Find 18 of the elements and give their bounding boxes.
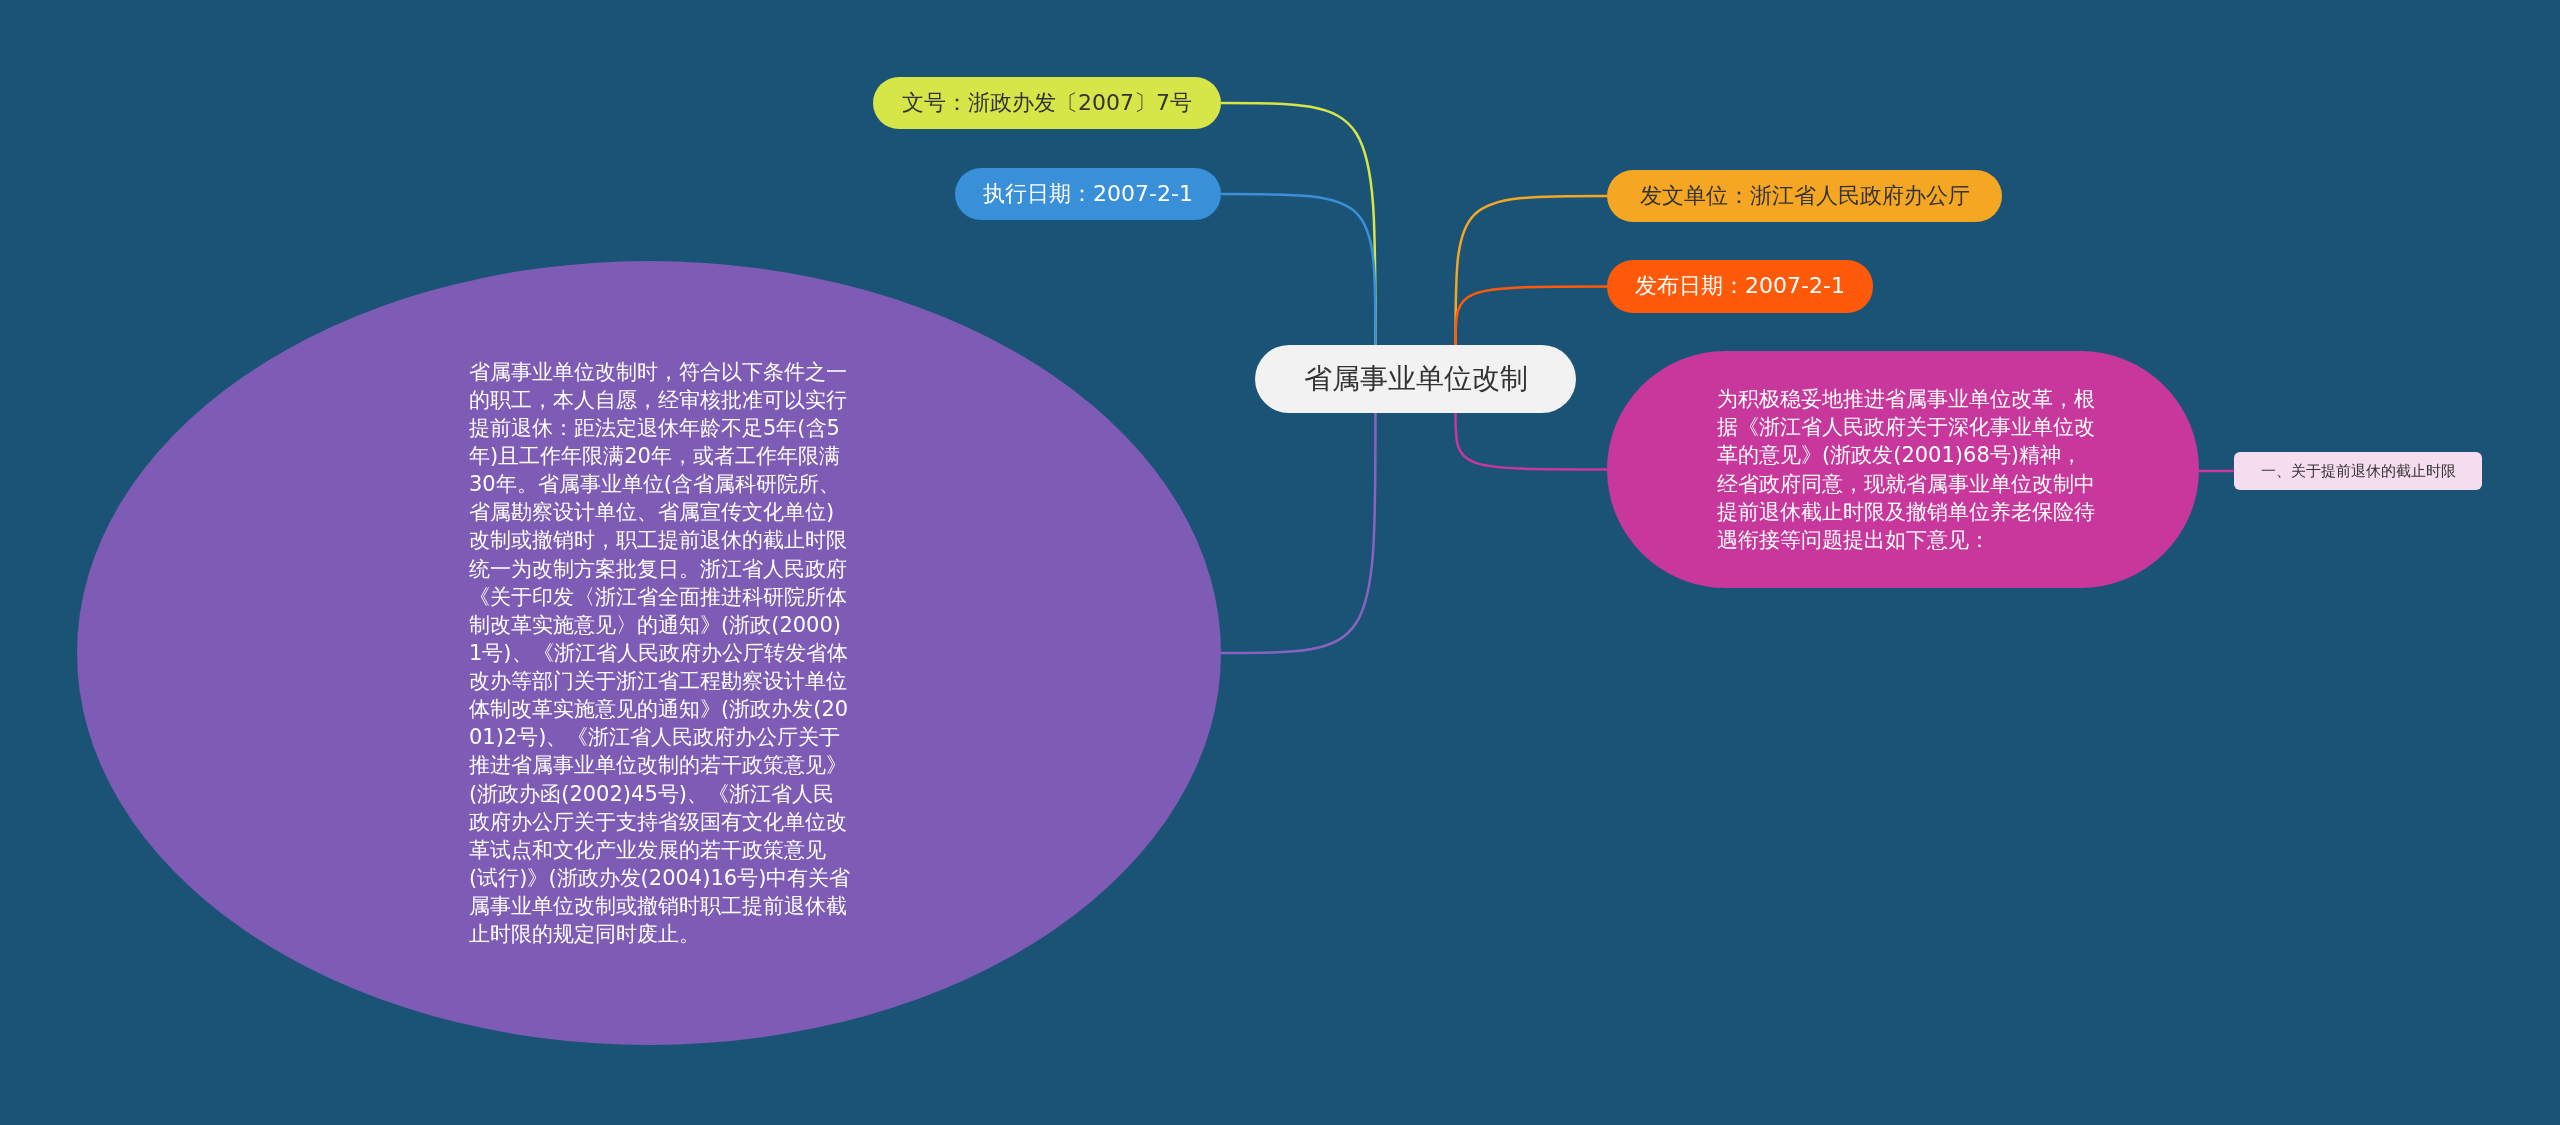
topic-text: 文号：浙政办发〔2007〕7号 (902, 89, 1192, 117)
topic-text: 一、关于提前退休的截止时限 (2260, 462, 2456, 480)
topic-text: 省属事业单位改制 (1303, 362, 1528, 396)
topic-text: 发文单位：浙江省人民政府办公厅 (1639, 182, 1970, 210)
topic-text: 执行日期：2007-2-1 (983, 180, 1193, 208)
connector-line (1454, 413, 1607, 471)
connector-line (1221, 413, 1377, 655)
topic-text: 发布日期：2007-2-1 (1635, 273, 1845, 300)
topic-text: 为积极稳妥地推进省属事业单位改革，根据《浙江省人民政府关于深化事业单位改革的意见》(浙政发(2001)68号)精神，经省政府同意，现就省属事业单位改制中提前退休截止时限及撤销单位养老保险待遇衔接等问题提出如下意见： (1717, 386, 2096, 554)
connector-line (1221, 192, 1377, 345)
topic-pill (1607, 260, 1873, 313)
connector-line (2199, 469, 2234, 473)
connector-line (1454, 285, 1607, 345)
topic-text: 省属事业单位改制时，符合以下条件之一的职工，本人自愿，经审核批准可以实行提前退休：距法定退休年龄不足5年(含5年)且工作年限满20年，或者工作年限满30年。省属事业单位(含省属科研院所、省属勘察设计单位、省属宣传文化单位)改制或撤销时，职工提前退休的截止时限统一为改制方案批复日。浙江省人民政府《关于印发〈浙江省全面推进科研院所体制改革实施意见〉的通知》(浙政(2000)1号)、《浙江省人民政府办公厅转发省体改办等部门关于浙江省工程勘察设计单位体制改革实施意见的通知》(浙政办发(2001)2号)、《浙江省人民政府办公厅关于推进省属事业单位改制的若干政策意见》(浙政办函(2002)45号)、《浙江省人民政府办公厅关于支持省级国有文化单位改革试点和文化产业发展的若干政策意见(试行)》(浙政办发(2004)16号)中有关省属事业单位改制或撤销时职工提前退休截止时限的规定同时废止。 (469, 358, 852, 949)
topic-pill (955, 168, 1221, 220)
topic-pill (873, 77, 1221, 129)
topic-pill (1607, 170, 2002, 222)
subtopic-tag (2234, 452, 2482, 490)
